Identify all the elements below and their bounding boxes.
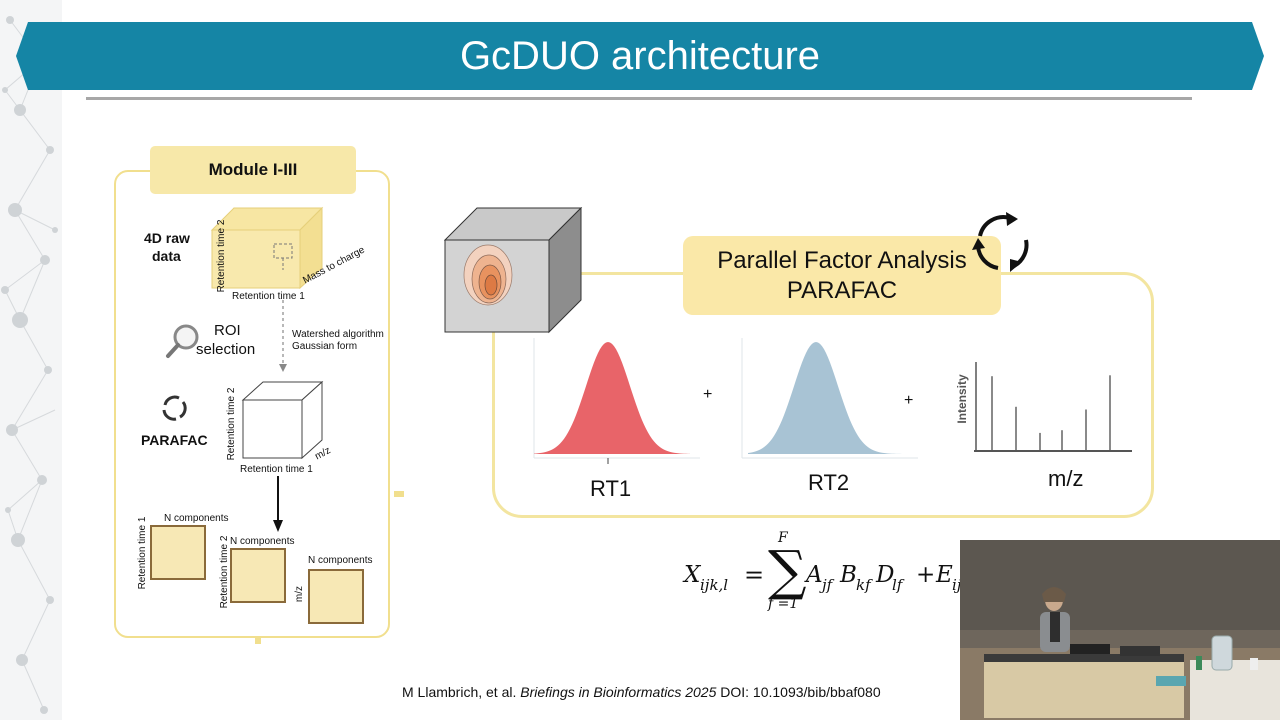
roi-label-1: ROI: [214, 322, 241, 339]
mz-bars: [992, 375, 1110, 450]
panel-connector-bottom: [255, 636, 261, 644]
mz-label: m/z: [1048, 466, 1083, 492]
formula-sigma: ∑: [768, 544, 807, 598]
component-matrix-2: [230, 548, 286, 603]
rt1-label: RT1: [590, 476, 631, 502]
comp1-axis: Retention time 1: [137, 508, 149, 598]
formula-a-sub: jf: [822, 576, 832, 594]
formula-a: A: [806, 562, 823, 588]
formula-sum-bottom: f =1: [768, 596, 798, 612]
component-matrix-3: [308, 569, 364, 624]
formula-d-sub: lf: [892, 576, 902, 594]
mz-spectrum-plot: [972, 360, 1134, 460]
solid-arrow: [270, 474, 286, 534]
parafac-header: Parallel Factor Analysis PARAFAC: [683, 236, 1001, 315]
raw-data-label-2: data: [152, 248, 181, 264]
rt2-gaussian-plot: [738, 338, 918, 468]
module-header: Module I-III: [150, 146, 356, 194]
formula-plus: +: [916, 562, 935, 588]
intensity-label: Intensity: [955, 369, 969, 429]
cube-axis-rt2: Retention time 2: [216, 206, 228, 306]
speaker-video-inset: [960, 540, 1280, 720]
rt2-curve: [748, 342, 908, 454]
parafac-formula: X ijk,l = ∑ F f =1 A jf B kf D lf + E ij: [684, 536, 964, 616]
comp3-label: N components: [308, 555, 372, 567]
panel-connector: [394, 491, 404, 497]
comp2-axis: Retention time 2: [219, 527, 231, 617]
plus-sign-2: +: [904, 392, 913, 410]
watershed-label: Watershed algorithm: [292, 329, 384, 341]
comp2-label: N components: [230, 536, 294, 548]
formula-b-sub: kf: [856, 576, 871, 594]
rt1-curve: [534, 342, 690, 454]
parafac-header-line2: PARAFAC: [683, 276, 1001, 306]
formula-e: E: [936, 562, 953, 588]
comp1-label: N components: [164, 513, 228, 525]
formula-lhs-sub: ijk,l: [700, 576, 728, 594]
parafac-module-label: PARAFAC: [141, 432, 208, 448]
refresh-icon: [970, 210, 1036, 276]
molecule-background: [0, 0, 62, 720]
formula-lhs: X: [684, 562, 700, 588]
formula-sum-top: F: [778, 530, 788, 546]
citation: M Llambrich, et al. Briefings in Bioinfo…: [402, 684, 881, 700]
cube-axis-rt1: Retention time 1: [232, 291, 305, 303]
component-matrix-1: [150, 525, 206, 580]
citation-authors: M Llambrich, et al.: [402, 684, 520, 700]
plus-sign-1: +: [703, 386, 712, 404]
roi-label-2: selection: [196, 341, 255, 358]
comp3-axis: m/z: [294, 584, 306, 604]
title-divider: [86, 97, 1192, 100]
cycle-icon: [159, 393, 189, 423]
raw-data-label-1: 4D raw: [144, 230, 190, 246]
formula-eq: =: [744, 561, 764, 589]
formula-b: B: [840, 562, 857, 588]
citation-doi: DOI: 10.1093/bib/bbaf080: [716, 684, 880, 700]
citation-journal: Briefings in Bioinformatics 2025: [520, 684, 716, 700]
rt1-gaussian-plot: [520, 338, 700, 468]
dashed-arrow: [276, 296, 290, 376]
cube2-axis-rt2: Retention time 2: [226, 374, 238, 474]
data-cube: [444, 207, 584, 335]
parafac-header-line1: Parallel Factor Analysis: [683, 246, 1001, 276]
slide-title: GcDUO architecture: [0, 30, 1280, 82]
rt2-label: RT2: [808, 470, 849, 496]
gaussian-label: Gaussian form: [292, 341, 357, 353]
